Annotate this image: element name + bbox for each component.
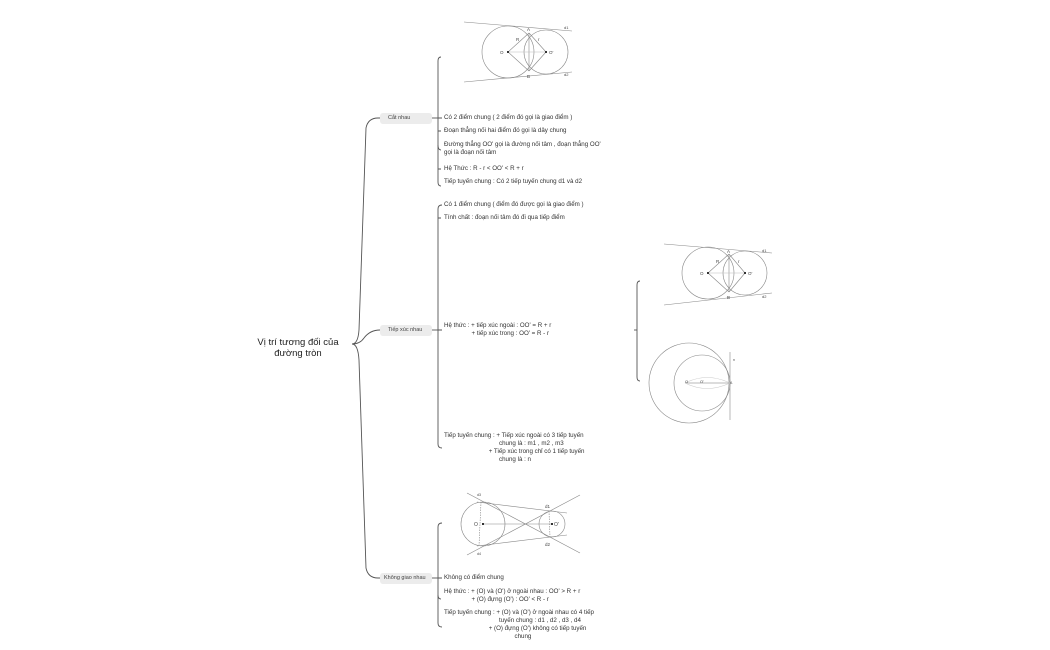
svg-text:r: r — [738, 259, 740, 264]
svg-text:d3: d3 — [477, 493, 481, 497]
svg-text:d2: d2 — [545, 542, 551, 547]
svg-text:R: R — [716, 259, 720, 264]
svg-text:B: B — [527, 74, 530, 79]
leaf-item[interactable]: Tính chất : đoạn nối tâm đó đi qua tiếp … — [444, 214, 565, 221]
leaf-item[interactable]: Hệ thức : + (O) và (O') ở ngoài nhau : O… — [444, 588, 581, 603]
svg-text:O': O' — [748, 271, 753, 276]
root-topic[interactable]: Vị trí tương đối của đường tròn — [257, 337, 339, 359]
svg-text:A: A — [730, 381, 733, 385]
svg-text:O: O — [700, 271, 704, 276]
svg-text:d1: d1 — [564, 25, 569, 30]
branch-tiep-xuc-nhau[interactable]: Tiếp xúc nhau — [380, 325, 432, 336]
leaf-item[interactable]: Có 1 điểm chung ( điểm đó được gọi là gi… — [444, 201, 584, 208]
internal-tangent-circles-figure[interactable]: O O' A n — [645, 340, 745, 430]
svg-text:d2: d2 — [762, 294, 767, 299]
intersecting-circles-figure[interactable]: A B O O' R r d1 d2 — [460, 0, 580, 90]
svg-text:O: O — [474, 522, 478, 528]
leaf-item[interactable]: Hệ Thức : R - r < OO' < R + r — [444, 165, 524, 172]
svg-text:d1: d1 — [545, 504, 551, 509]
leaf-item[interactable]: Tiếp tuyến chung : + (O) và (O') ở ngoài… — [444, 609, 594, 640]
svg-text:A: A — [527, 27, 530, 32]
leaf-item[interactable]: Không có điểm chung — [444, 574, 504, 581]
svg-text:B: B — [727, 295, 730, 300]
svg-text:d4: d4 — [477, 552, 481, 556]
svg-text:O': O' — [554, 522, 559, 528]
leaf-item[interactable]: Hệ thức : + tiếp xúc ngoài : OO' = R + r… — [444, 322, 552, 337]
svg-text:d1: d1 — [762, 248, 767, 253]
svg-text:O: O — [685, 379, 688, 384]
leaf-item[interactable]: Đoạn thẳng nối hai điểm đó gọi là dây ch… — [444, 127, 567, 134]
svg-text:n: n — [733, 358, 735, 362]
leaf-item[interactable]: Tiếp tuyến chung : + Tiếp xúc ngoài có 3… — [444, 432, 585, 463]
leaf-item[interactable]: Có 2 điểm chung ( 2 điểm đó gọi là giao … — [444, 114, 573, 121]
branch-cat-nhau[interactable]: Cắt nhau — [380, 113, 432, 124]
svg-text:R: R — [516, 37, 520, 42]
svg-text:O': O' — [700, 379, 704, 384]
separate-circles-figure[interactable]: O O' d1 d2 d3 d4 — [455, 488, 590, 560]
svg-text:A: A — [727, 249, 730, 254]
svg-text:d2: d2 — [564, 72, 569, 77]
leaf-item[interactable]: Tiếp tuyến chung : Có 2 tiếp tuyến chung… — [444, 178, 583, 185]
svg-text:O: O — [500, 50, 504, 55]
tangent-circles-figure-1[interactable]: A B O O' R r d1 d2 — [658, 240, 778, 310]
branch-khong-giao-nhau[interactable]: Không giao nhau — [380, 573, 432, 584]
leaf-item[interactable]: Đường thẳng OO' gọi là đường nối tâm , đ… — [444, 141, 601, 156]
svg-text:O': O' — [549, 50, 554, 55]
svg-text:r: r — [538, 37, 540, 42]
